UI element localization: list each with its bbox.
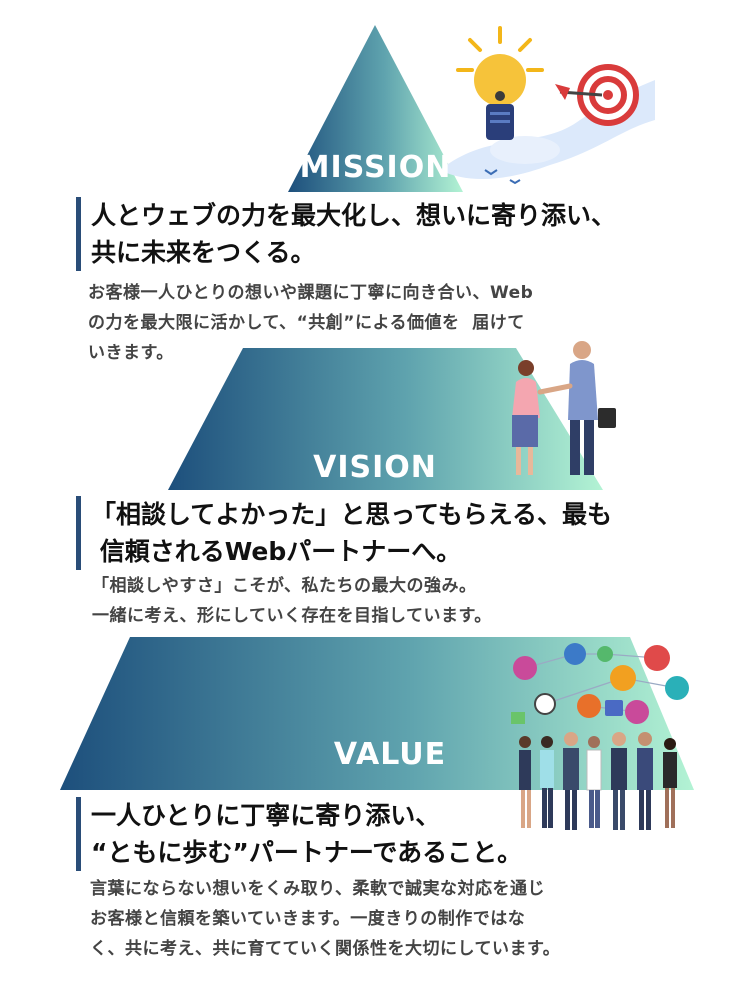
mission-pyramid bbox=[288, 25, 463, 192]
vision-pyramid bbox=[168, 348, 603, 490]
handshake-illustration bbox=[512, 341, 616, 475]
vision-heading: 「相談してよかった」と思ってもらえる、最も 信頼されるWebパートナーへ。 bbox=[76, 496, 612, 570]
lightbulb-balloon-target-illustration bbox=[440, 26, 655, 185]
mission-body: お客様一人ひとりの想いや課題に丁寧に向き合い、Web の力を最大限に活かして、“… bbox=[88, 283, 534, 363]
vision-label: VISION bbox=[313, 450, 437, 485]
mission-heading: 人とウェブの力を最大化し、想いに寄り添い、 共に未来をつくる。 bbox=[76, 197, 616, 271]
value-body: 言葉にならない想いをくみ取り、柔軟で誠実な対応を通じ お客様と信頼を築いていきま… bbox=[90, 879, 561, 959]
value-label: VALUE bbox=[333, 737, 447, 772]
business-team-network-illustration bbox=[511, 643, 689, 830]
value-pyramid bbox=[60, 637, 694, 790]
mission-label: MISSION bbox=[299, 150, 452, 185]
value-heading: 一人ひとりに丁寧に寄り添い、 “ともに歩む”パートナーであること。 bbox=[76, 797, 522, 871]
vision-body: 「相談しやすさ」こそが、私たちの最大の強み。 一緒に考え、形にしていく存在を目指… bbox=[92, 576, 492, 626]
